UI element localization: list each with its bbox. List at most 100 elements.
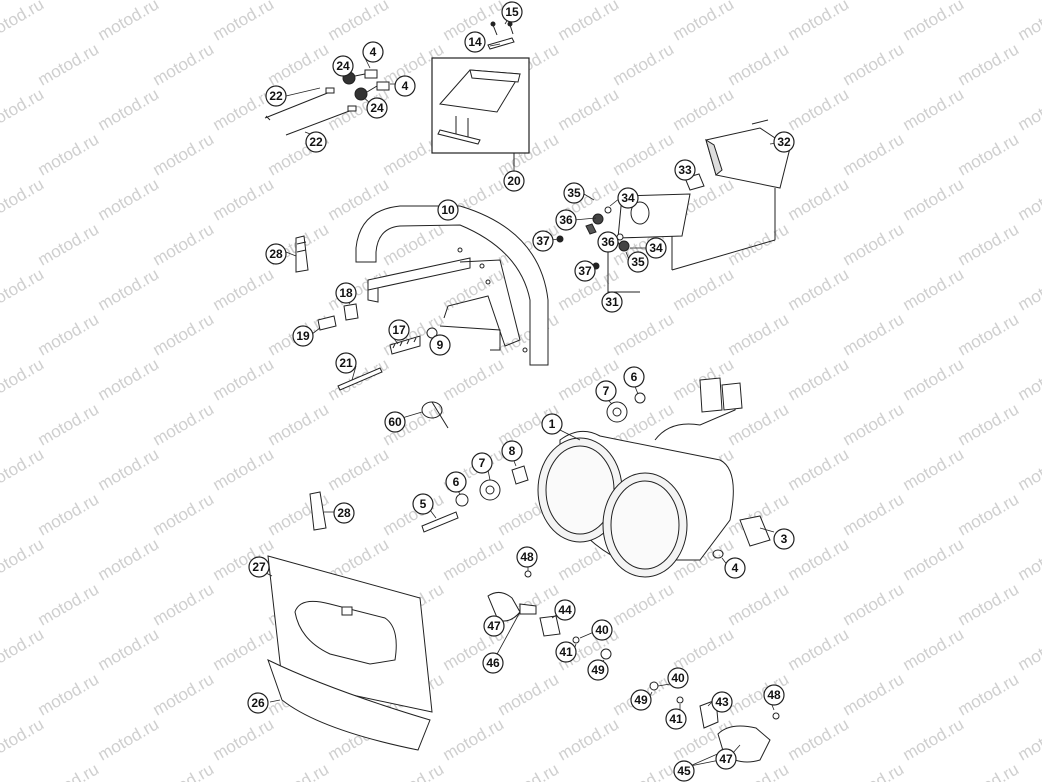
callout-circle [673,760,695,782]
small-fasteners-left [295,235,438,391]
callout-circle [305,131,327,153]
callout-circle [332,55,354,77]
callout-number: 4 [732,561,739,575]
callout-number: 24 [336,59,350,73]
callout-circle [715,748,737,770]
wiring-harness-parts [264,69,390,136]
callout-circle [555,641,577,663]
callout-number: 6 [631,370,638,384]
callout-number: 33 [678,163,692,177]
callout-circle [412,493,434,515]
callout-number: 26 [251,696,265,710]
callout-number: 9 [437,338,444,352]
headlight-mounting-bracket [355,205,549,366]
callout-circle [482,652,504,674]
callout-number: 32 [777,135,791,149]
callout-number: 48 [767,688,781,702]
callout-number: 4 [370,45,377,59]
callout-number: 34 [649,241,663,255]
callout-number: 35 [631,255,645,269]
callout-number: 47 [719,752,733,766]
callout-40: 40 [667,667,689,689]
callout-46: 46 [482,652,504,674]
callout-48: 48 [763,684,785,706]
callout-number: 7 [603,384,610,398]
callout-circle [711,691,733,713]
callout-number: 22 [309,135,323,149]
headlight-mask-27 [267,555,433,713]
callout-number: 37 [578,264,592,278]
callout-37: 37 [574,260,596,282]
callout-number: 44 [558,603,572,617]
callout-circle [667,667,689,689]
callout-40: 40 [591,619,613,641]
callout-44: 44 [554,599,576,621]
callout-circle [541,413,563,435]
callout-number: 28 [337,506,351,520]
callout-number: 17 [392,323,406,337]
callout-number: 49 [634,693,648,707]
callout-17: 17 [388,319,410,341]
twin-headlight-unit [537,377,771,578]
callout-number: 10 [441,203,455,217]
callout-31: 31 [601,291,623,313]
callout-28: 28 [333,502,355,524]
callout-36: 36 [597,231,619,253]
callout-5: 5 [412,493,434,515]
callout-7: 7 [595,380,617,402]
callout-number: 4 [402,79,409,93]
callout-number: 22 [269,89,283,103]
callout-circle [595,380,617,402]
callout-circle [501,440,523,462]
callout-circle [630,689,652,711]
callout-15: 15 [501,1,523,23]
callout-number: 5 [420,497,427,511]
callout-45: 45 [673,760,695,782]
callout-circle [574,260,596,282]
callout-24: 24 [332,55,354,77]
callout-number: 21 [339,356,353,370]
callout-circle [292,325,314,347]
callout-circle [248,556,270,578]
callout-28: 28 [265,243,287,265]
callout-number: 1 [549,417,556,431]
callout-number: 36 [601,235,615,249]
callout-35: 35 [627,251,649,273]
callout-circle [362,41,384,63]
callout-43: 43 [711,691,733,713]
callout-49: 49 [630,689,652,711]
callout-34: 34 [645,237,667,259]
callout-19: 19 [292,325,314,347]
callout-number: 47 [487,619,501,633]
callout-circle [555,209,577,231]
callout-18: 18 [335,282,357,304]
callout-number: 41 [559,645,573,659]
callout-number: 34 [621,191,635,205]
callout-circle [501,1,523,23]
callout-number: 45 [677,764,691,778]
bracket-14-and-screws [487,21,515,50]
callout-number: 40 [595,623,609,637]
callout-number: 8 [509,444,516,458]
callout-number: 6 [453,475,460,489]
callout-number: 35 [567,186,581,200]
callout-14: 14 [464,31,486,53]
callout-circle [384,411,406,433]
callout-22: 22 [305,131,327,153]
callout-circle [597,231,619,253]
callout-8: 8 [501,440,523,462]
callout-circle [554,599,576,621]
callout-number: 41 [669,712,683,726]
callout-3: 3 [773,528,795,550]
callout-4: 4 [362,41,384,63]
callout-circle [429,334,451,356]
callout-number: 46 [486,656,500,670]
cable-tie-60 [421,401,449,429]
callout-number: 7 [479,456,486,470]
callout-number: 37 [536,234,550,248]
callout-circle [445,471,467,493]
callout-circle [773,131,795,153]
callout-22: 22 [265,85,287,107]
callout-circle [563,182,585,204]
